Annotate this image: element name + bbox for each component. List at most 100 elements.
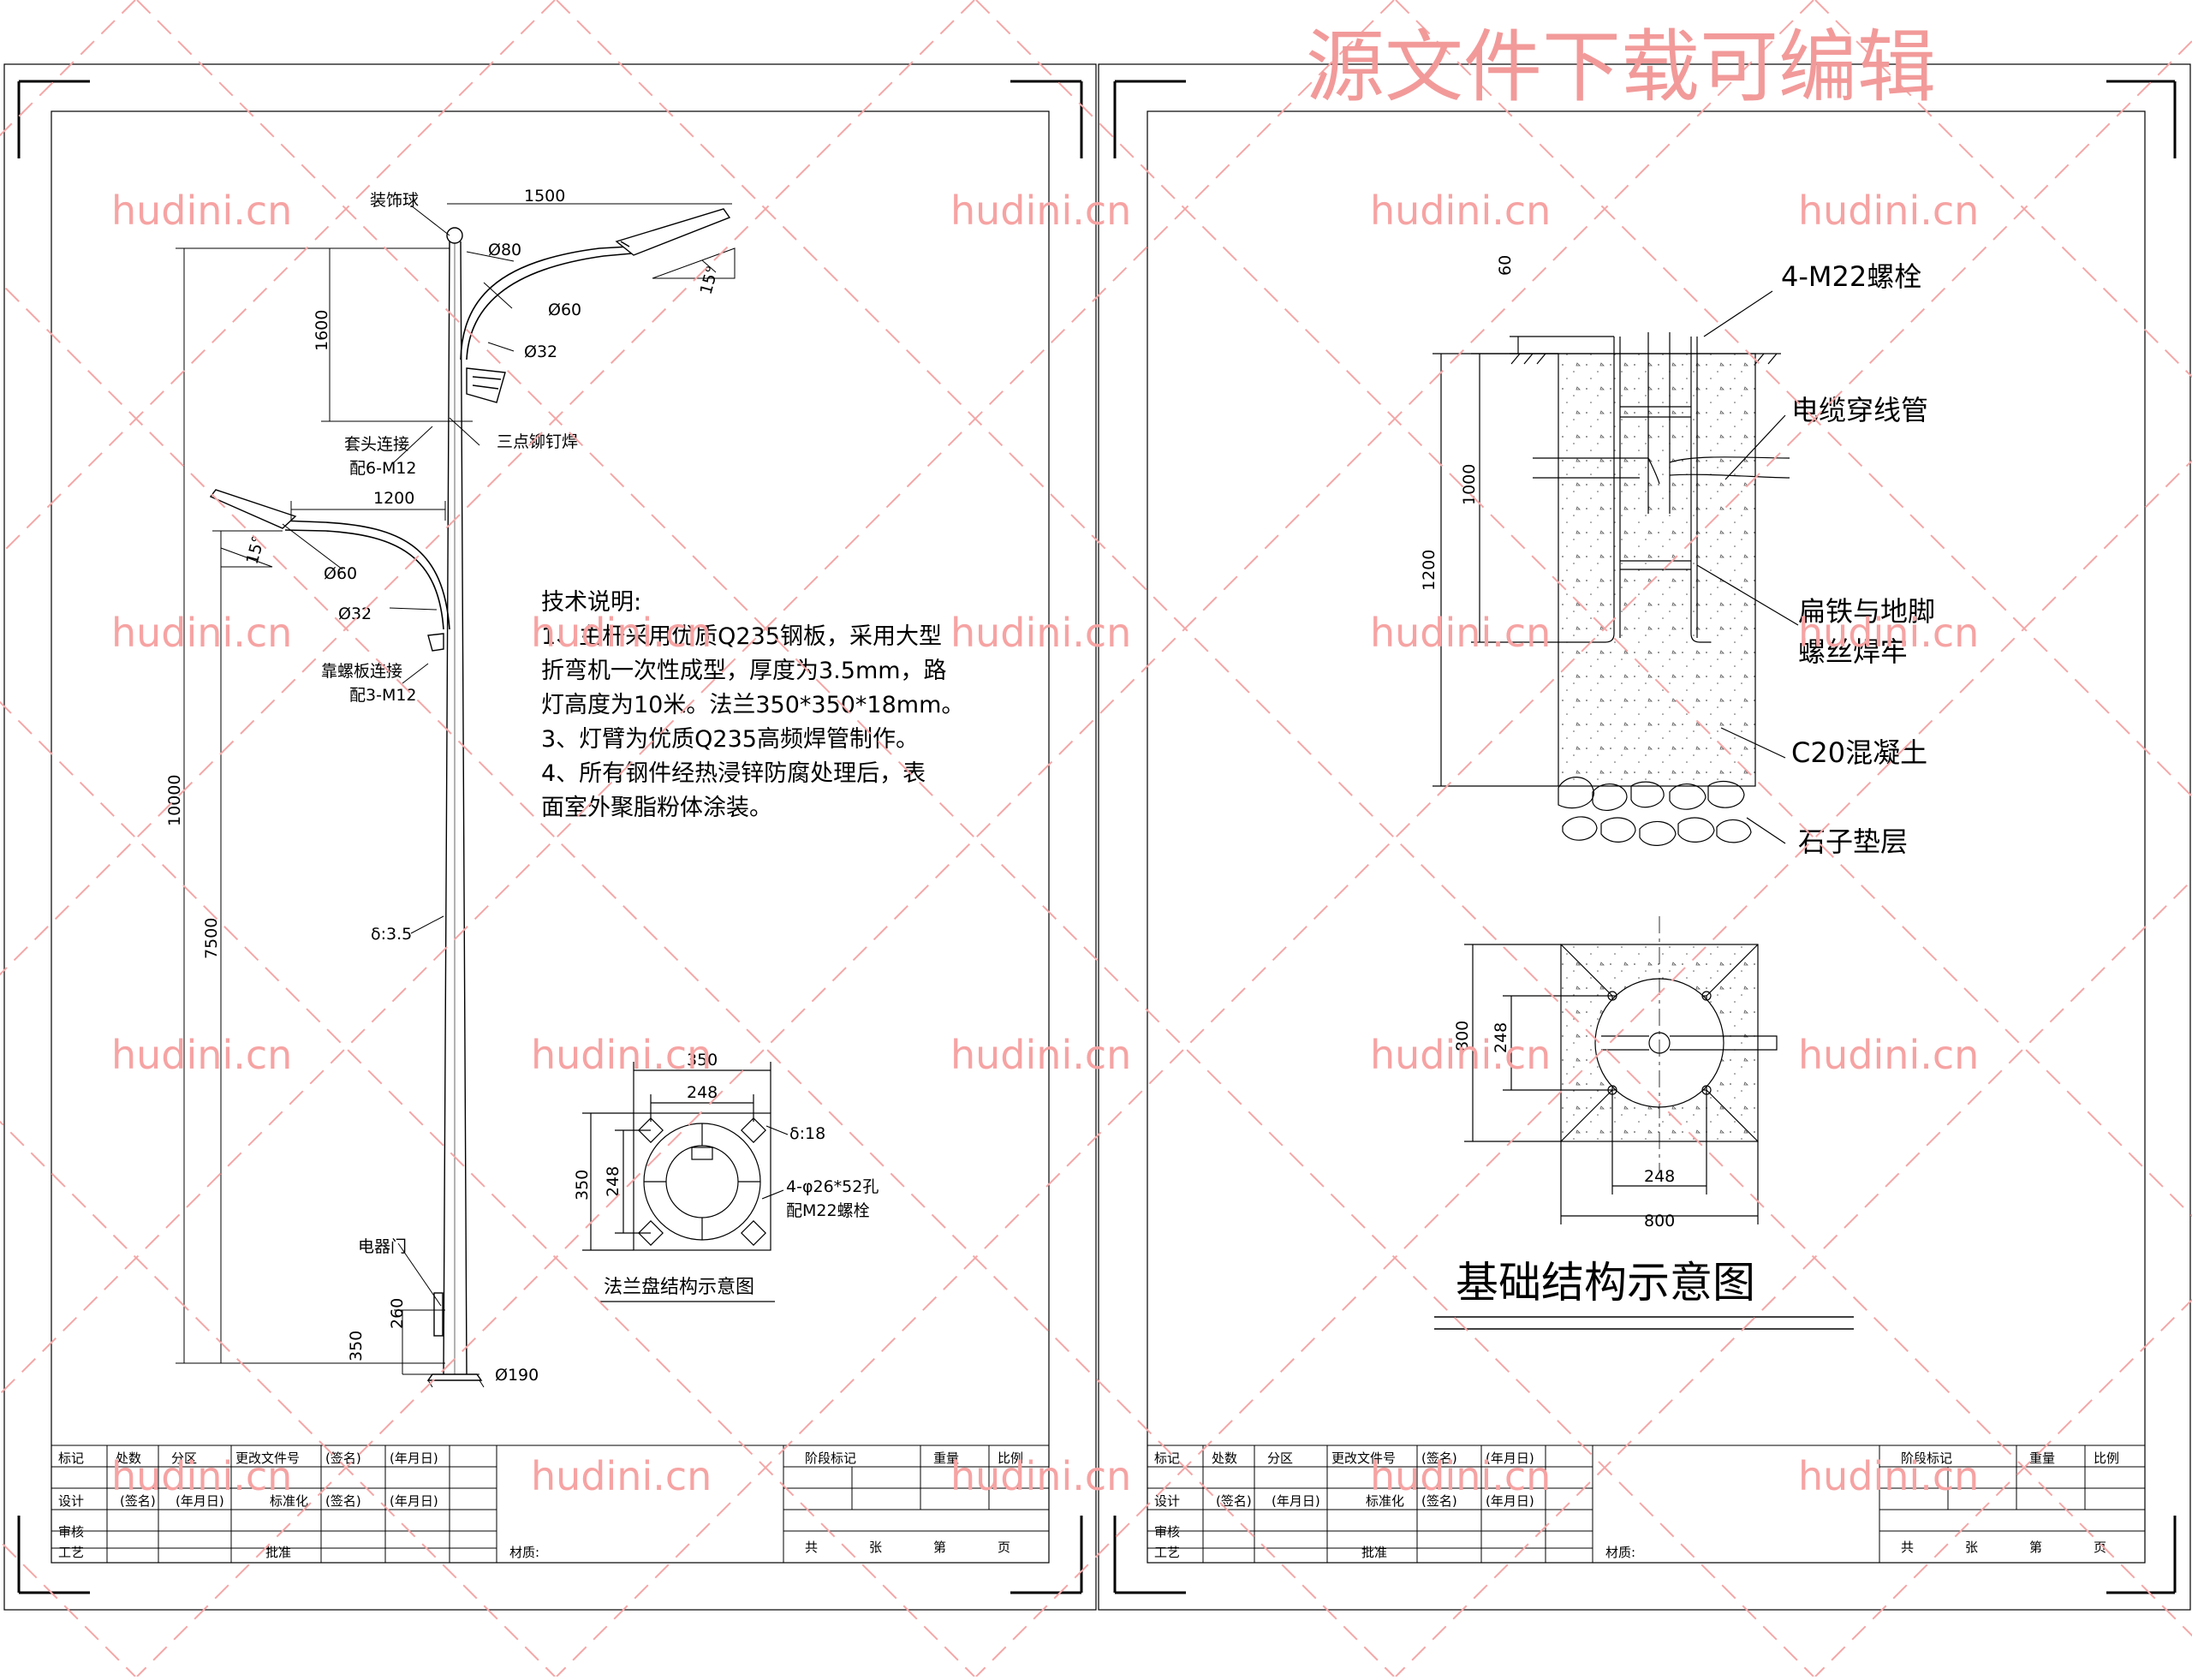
note-line: 灯高度为10米。法兰350*350*18mm。 [541,692,964,718]
title-block-text: 张 [1965,1540,1978,1555]
foundation-plan [1464,916,1778,1224]
title-block-text: (年月日) [390,1451,438,1466]
label-flat1: 扁铁与地脚 [1798,595,1935,628]
title-block-text: 重量 [933,1451,959,1466]
flange-holes: 4-φ26*52孔 [786,1177,879,1196]
title-block-text: (年月日) [1486,1451,1534,1466]
label-flat2: 螺丝焊牢 [1798,635,1908,668]
dim-1200: 1200 [1420,550,1438,591]
title-block-text: (签名) [1216,1493,1252,1509]
title-block-text: 比例 [998,1451,1023,1466]
label-dia60-top: Ø60 [548,301,581,319]
title-block-text: (签名) [325,1493,361,1509]
label-bolt: 4-M22螺栓 [1781,260,1921,293]
street-light-pole [209,208,736,1381]
title-block-text: 共 [805,1540,818,1555]
flange-title: 法兰盘结构示意图 [604,1277,754,1298]
title-block-text: 设计 [1154,1493,1180,1509]
label-join2: 靠螺板连接 [321,662,402,681]
title-block-text: 分区 [1267,1451,1293,1466]
title-block-text: 张 [869,1540,882,1555]
flange-diagram [582,1062,789,1302]
title-block-text: 标记 [1154,1451,1180,1466]
label-dia80: Ø80 [488,241,521,259]
title-block-text: 页 [2094,1540,2106,1555]
watermark-text: hudini.cn [950,1453,1131,1499]
label-arm-len-low: 1200 [373,489,414,508]
note-line: 3、灯臂为优质Q235高频焊管制作。 [541,726,919,753]
watermark-text: hudini.cn [1370,1032,1551,1078]
label-dia32-top: Ø32 [524,343,557,361]
flange-h248: 248 [604,1166,622,1197]
watermark-line [0,700,975,1677]
label-dia60-low: Ø60 [324,564,357,583]
title-block-text: 设计 [58,1493,84,1509]
watermark-text: hudini.cn [111,1032,292,1078]
foundation-labels: 4-M22螺栓 电缆穿线管 扁铁与地脚 螺丝焊牢 C20混凝土 石子垫层 60 … [1420,255,1935,858]
title-block-text: 标准化 [1366,1493,1404,1509]
watermark-text: hudini.cn [1370,188,1551,234]
title-block-text: 阶段标记 [805,1451,856,1466]
note-line: 4、所有钢件经热浸锌防腐处理后，表 [541,760,926,787]
watermark-line [1395,0,2192,798]
flange-thick: δ:18 [789,1124,825,1143]
watermark-line [975,0,2192,1218]
watermark-text: hudini.cn [531,1453,712,1499]
watermark-text: hudini.cn [1798,1453,1979,1499]
label-h350: 350 [347,1331,366,1361]
watermark-line [0,0,1395,1396]
flange-labels: 350 248 350 248 δ:18 4-φ26*52孔 配M22螺栓 法兰… [573,1051,879,1298]
watermark-line [556,0,2192,1637]
label-arm-len-top: 1500 [524,187,565,206]
title-block-text: 分区 [171,1451,197,1466]
title-block-text: (年月日) [390,1493,438,1509]
label-dia190: Ø190 [495,1366,539,1385]
label-h7500: 7500 [202,918,221,959]
title-block-text: (签名) [1421,1451,1457,1466]
watermark-text: hudini.cn [1798,188,1979,234]
title-block-text: 更改文件号 [235,1451,300,1466]
title-block-text: 批准 [265,1545,291,1560]
label-h10000: 10000 [165,775,184,826]
watermark-line [975,459,2192,1677]
flange-w248: 248 [687,1083,718,1102]
watermark-text: hudini.cn [1798,610,1979,656]
sheet-borders [3,63,2191,1611]
title-block-text: 共 [1901,1540,1914,1555]
label-h260: 260 [388,1298,407,1329]
watermark-line [0,0,975,976]
watermark-texts: hudini.cn hudini.cn hudini.cn hudini.cn hudi… [111,188,1979,1499]
title-block-text: 工艺 [58,1545,84,1560]
watermark-text: hudini.cn [1798,1032,1979,1078]
note-line: 面室外聚脂粉体涂装。 [541,795,772,821]
watermark-line [136,0,1814,1677]
title-block-text: (签名) [1421,1493,1457,1509]
watermark-text: hudini.cn [111,610,292,656]
foundation-section [1433,290,1799,846]
watermark-line [1814,0,2192,378]
label-join1: 套头连接 [344,435,409,454]
dim-1000: 1000 [1460,464,1479,505]
watermark-text: hudini.cn [1370,610,1551,656]
label-dia32-low: Ø32 [338,605,372,623]
title-block-text: 材质: [1605,1545,1635,1560]
watermark-text: hudini.cn [950,610,1131,656]
title-block-text: (签名) [120,1493,156,1509]
watermark-line [0,0,556,557]
title-block-text: 更改文件号 [1331,1451,1396,1466]
dim-60: 60 [1496,255,1515,276]
title-block-text: (年月日) [1486,1493,1534,1509]
label-join2b: 配3-M12 [349,686,417,705]
label-join1b: 配6-M12 [349,459,417,478]
title-block-text: 重量 [2029,1451,2055,1466]
label-rivet: 三点铆钉焊 [497,432,578,451]
watermark-line [0,1540,136,1677]
label-concrete: C20混凝土 [1791,736,1927,769]
title-block-text: 审核 [1154,1524,1180,1540]
dim-248h: 248 [1644,1167,1675,1186]
title-block-right: 标记处数分区更改文件号(签名)(年月日)设计(签名)(年月日)标准化(签名)(年… [1147,1445,2145,1563]
title-block-text: 标准化 [270,1493,308,1509]
